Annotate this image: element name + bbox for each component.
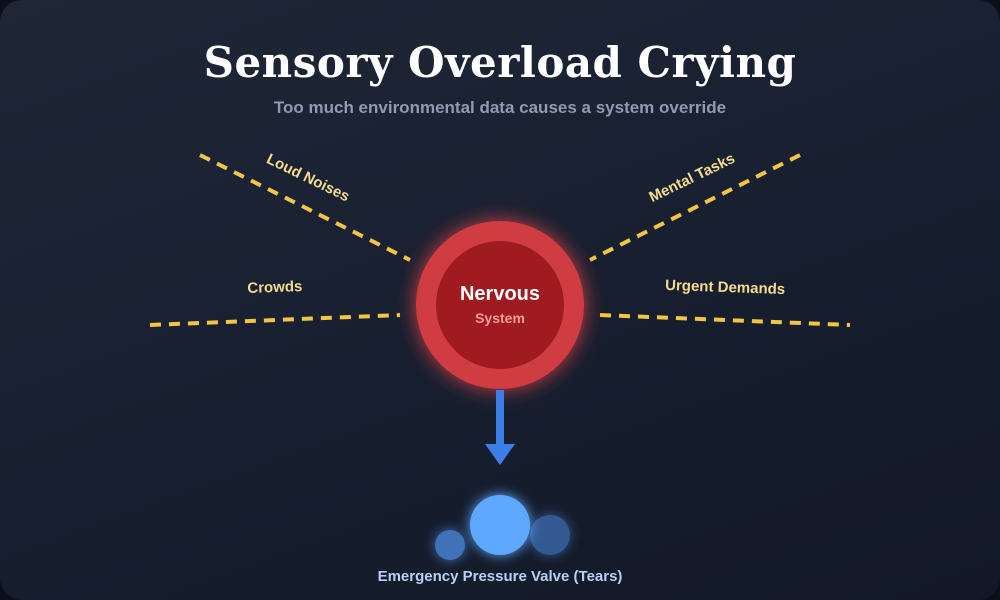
stimulus-label-mental-tasks: Mental Tasks — [646, 150, 737, 206]
core-inner-circle — [436, 241, 564, 369]
stimulus-line-urgent-demands — [599, 313, 851, 327]
stimulus-line-crowds — [149, 313, 401, 327]
stimulus-label-crowds: Crowds — [247, 278, 303, 297]
output-arrow-head — [485, 444, 515, 465]
stimulus-label-loud-noises: Loud Noises — [264, 151, 352, 206]
core-title: Nervous — [460, 283, 540, 305]
page-title: Sensory Overload Crying — [203, 38, 797, 87]
output-arrow-shaft — [496, 390, 504, 445]
tear-drop-medium — [530, 515, 570, 555]
tear-drop-small — [435, 530, 465, 560]
stimulus-line-mental-tasks — [589, 153, 801, 262]
page-subtitle: Too much environmental data causes a sys… — [273, 98, 727, 117]
stimulus-line-loud-noises — [199, 153, 411, 262]
core-subtitle: System — [475, 310, 525, 326]
stimulus-label-urgent-demands: Urgent Demands — [665, 277, 786, 298]
output-label: Emergency Pressure Valve (Tears) — [378, 568, 623, 585]
tear-drop-large — [470, 495, 530, 555]
